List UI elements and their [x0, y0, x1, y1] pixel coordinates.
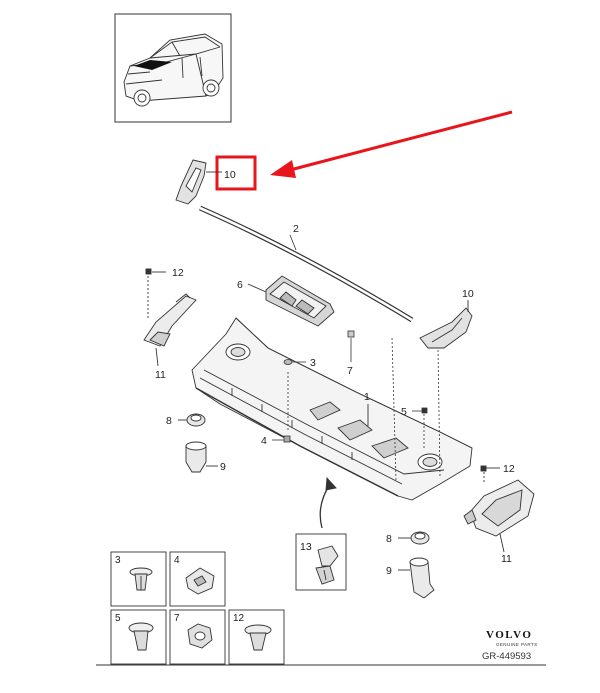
- legend-label-12: 12: [233, 613, 245, 624]
- part-8-9-right-grommet-drain: [398, 531, 435, 599]
- callout-10-top: 10: [224, 169, 236, 181]
- callout-7: 7: [347, 365, 353, 377]
- callout-9-left: 9: [220, 461, 226, 473]
- legend-label-5: 5: [115, 613, 121, 624]
- part-11-right-bracket: [463, 465, 535, 553]
- legend-label-3: 3: [115, 555, 121, 566]
- part-4-clip: [272, 435, 291, 443]
- legend-label-4: 4: [174, 555, 180, 566]
- callout-10-right: 10: [462, 288, 474, 300]
- diagram-reference: GR-449593: [482, 651, 531, 662]
- part-3-clip: [283, 359, 306, 365]
- vehicle-thumbnail: [114, 13, 232, 123]
- callout-12-left: 12: [172, 267, 184, 279]
- part-8-9-left-grommet-drain: [178, 413, 218, 473]
- part-5-clip: [412, 407, 428, 414]
- callout-13: 13: [300, 541, 312, 553]
- part-10-left-end-cap: [175, 159, 222, 205]
- callout-5: 5: [401, 406, 407, 418]
- part-1-cowl-panel: [191, 317, 473, 501]
- highlight-annotation: [215, 110, 513, 191]
- part-6-cover: [247, 275, 335, 327]
- part-2-seal-strip: [198, 205, 414, 323]
- callout-11-right: 11: [501, 553, 512, 565]
- callout-9-right: 9: [386, 565, 392, 577]
- footer-branding: VOLVO GENUINE PARTS GR-449593: [482, 629, 538, 662]
- fastener-legend: [110, 551, 285, 665]
- callout-labels: 10 2 12 6 10 11 3 7 1 5 8 4 9 12 13 8 11…: [155, 169, 515, 577]
- callout-8-left: 8: [166, 415, 172, 427]
- callout-6: 6: [237, 279, 243, 291]
- legend-label-7: 7: [174, 613, 180, 624]
- brand-subtitle: GENUINE PARTS: [496, 642, 538, 647]
- legend-labels: 3 4 5 7 12: [115, 555, 245, 624]
- callout-8-right: 8: [386, 533, 392, 545]
- callout-1: 1: [364, 391, 370, 403]
- callout-4: 4: [261, 435, 267, 447]
- callout-11-left: 11: [155, 369, 166, 381]
- callout-3: 3: [310, 357, 316, 369]
- callout-12-right: 12: [503, 463, 515, 475]
- part-13-detail: [295, 476, 347, 591]
- part-11-left-bracket: [143, 268, 197, 367]
- part-7-nut: [347, 330, 355, 362]
- part-10-right-end-cap: [419, 300, 473, 349]
- leader-lines: [287, 337, 441, 481]
- callout-2: 2: [293, 223, 299, 235]
- brand-logo-text: VOLVO: [486, 629, 532, 641]
